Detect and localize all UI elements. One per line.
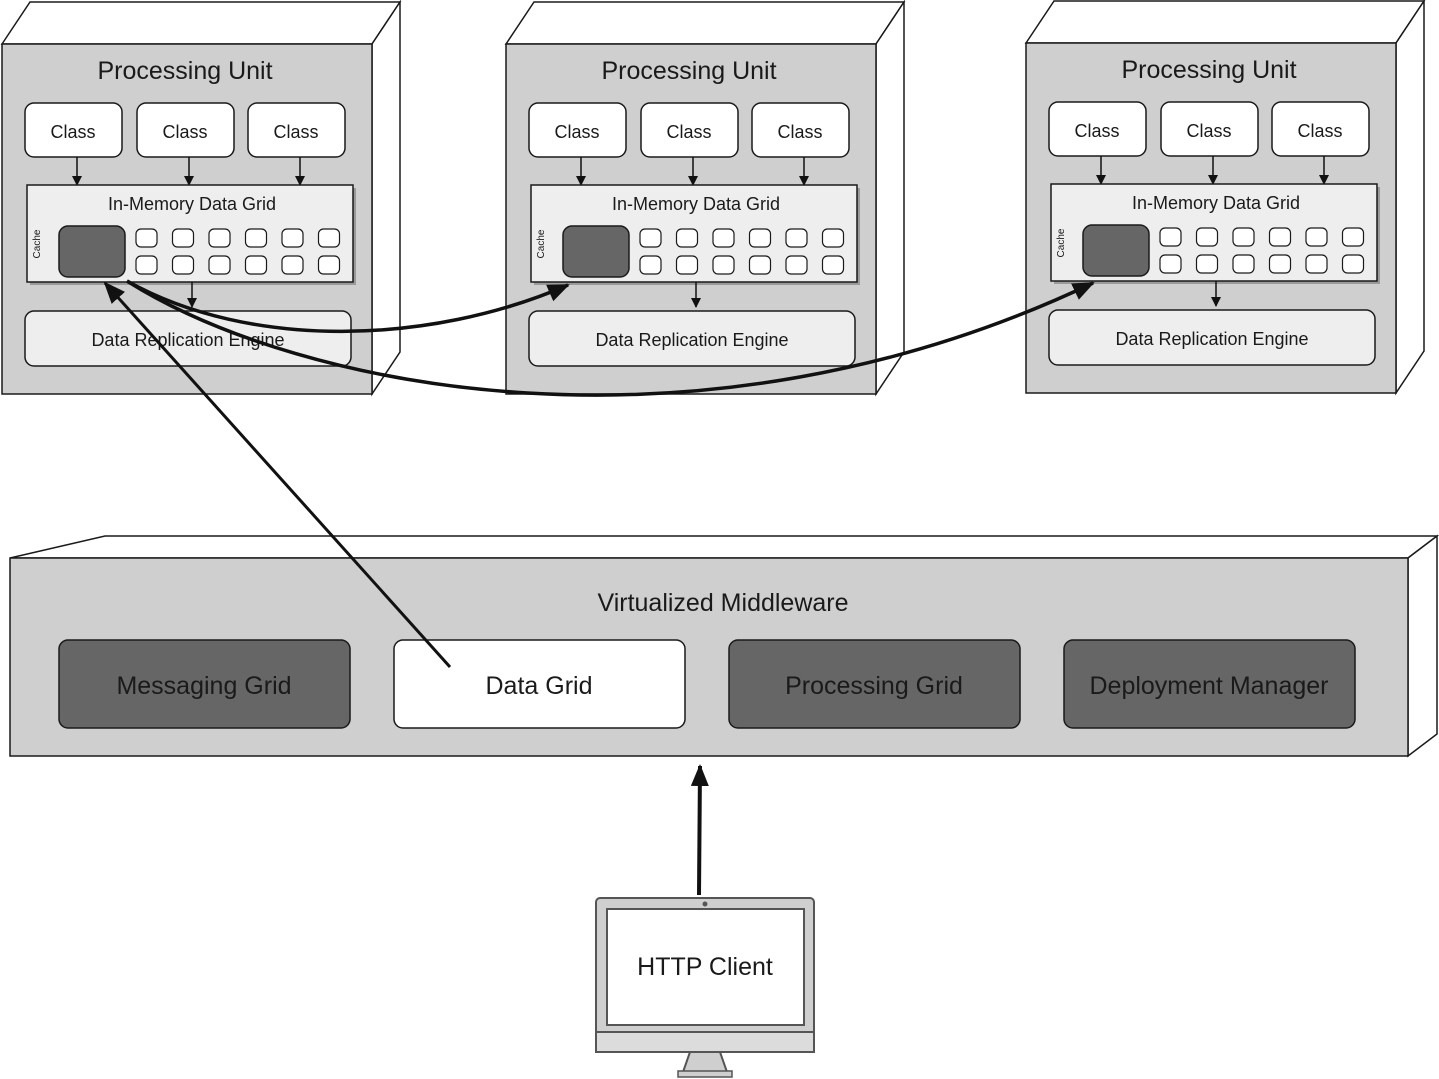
cache-slot [785,228,808,248]
cache-slot [675,255,699,275]
cache-label: Cache [1056,228,1067,257]
cache-slot [281,228,304,248]
cache-slot [1195,227,1219,247]
datagrid-to-cache-arrow [103,281,452,669]
cache-slot [821,228,845,248]
cache-slot [712,255,735,275]
cache-slot [1268,227,1292,247]
replication-arrow-unit2 [126,279,570,334]
class-box: Class [136,102,235,186]
cache-slot [1341,254,1365,274]
cache-slot [675,228,699,248]
virtualized-middleware: Virtualized Middleware Messaging Grid Dat… [9,534,1439,758]
client-to-middleware-arrow [690,764,709,896]
cache-slot [208,255,231,275]
class-box: Class [640,102,739,186]
grid-title: In-Memory Data Grid [108,194,276,214]
middleware-component-label: Processing Grid [785,672,963,700]
http-client[interactable]: HTTP Client [595,897,815,1078]
cache-slot [171,255,195,275]
replication-arrow-unit3 [126,279,1095,397]
cache-slot [317,255,341,275]
middleware-title: Virtualized Middleware [597,589,848,617]
cache-label: Cache [536,229,547,258]
middleware-component[interactable]: Messaging Grid [58,639,351,729]
processing-unit-title: Processing Unit [1121,56,1296,84]
class-label: Class [777,122,822,142]
middleware-component[interactable]: Processing Grid [728,639,1021,729]
class-box: Class [1048,101,1147,185]
class-label: Class [554,122,599,142]
cache-slot [135,228,158,248]
cache-slot [1232,227,1255,247]
class-label: Class [666,122,711,142]
class-label: Class [1074,121,1119,141]
class-box: Class [24,102,123,186]
cache-slot [1232,254,1255,274]
cache-slot [785,255,808,275]
class-box: Class [1160,101,1259,185]
cache-slot [244,255,268,275]
data-replication-engine: Data Replication Engine [528,310,856,367]
class-box: Class [1271,101,1370,185]
processing-unit-title: Processing Unit [97,57,272,85]
cache-slot [244,228,268,248]
middleware-component-label: Data Grid [486,672,593,700]
middleware-component[interactable]: Deployment Manager [1063,639,1356,729]
cache-slot [135,255,158,275]
class-label: Class [1186,121,1231,141]
middleware-component-label: Messaging Grid [116,672,291,700]
engine-label: Data Replication Engine [595,330,788,350]
cache-slot [1195,254,1219,274]
cache-block [562,225,630,278]
class-label: Class [162,122,207,142]
class-box: Class [528,102,627,186]
cache-slot [639,255,662,275]
class-label: Class [273,122,318,142]
class-label: Class [50,122,95,142]
cache-slot [748,228,772,248]
cache-label: Cache [32,229,43,258]
cache-slot [1159,254,1182,274]
middleware-component-label: Deployment Manager [1089,672,1328,700]
cache-slot [1159,227,1182,247]
cache-slot [712,228,735,248]
cache-slot [639,228,662,248]
data-replication-engine: Data Replication Engine [1048,309,1376,366]
cache-slot [317,228,341,248]
cache-slot [748,255,772,275]
class-box: Class [751,102,850,186]
data-replication-engine: Data Replication Engine [24,310,352,367]
class-box: Class [247,102,346,186]
cache-slot [1268,254,1292,274]
cache-block [1082,224,1150,277]
middleware-component[interactable]: Data Grid [393,639,686,729]
processing-unit-title: Processing Unit [601,57,776,85]
cache-slot [1305,227,1328,247]
class-label: Class [1297,121,1342,141]
grid-title: In-Memory Data Grid [1132,193,1300,213]
connection-arrows [103,279,1095,896]
cache-block [58,225,126,278]
cache-slot [281,255,304,275]
grid-title: In-Memory Data Grid [612,194,780,214]
http-client-label: HTTP Client [637,953,773,981]
engine-label: Data Replication Engine [1115,329,1308,349]
cache-slot [208,228,231,248]
cache-slot [821,255,845,275]
cache-slot [1305,254,1328,274]
cache-slot [171,228,195,248]
cache-slot [1341,227,1365,247]
